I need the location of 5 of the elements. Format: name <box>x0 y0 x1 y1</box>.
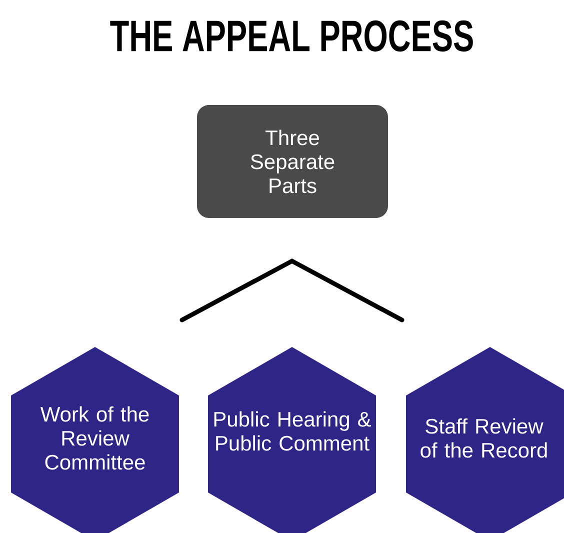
hexagon: Public Hearing & Public Comment <box>208 347 376 533</box>
hexagon: Work of the Review Committee <box>11 347 179 533</box>
hexagon: Staff Review of the Record <box>406 347 564 533</box>
title: THE APPEAL PROCESS <box>110 20 473 52</box>
rounded-box: Three Separate Parts <box>197 105 388 218</box>
